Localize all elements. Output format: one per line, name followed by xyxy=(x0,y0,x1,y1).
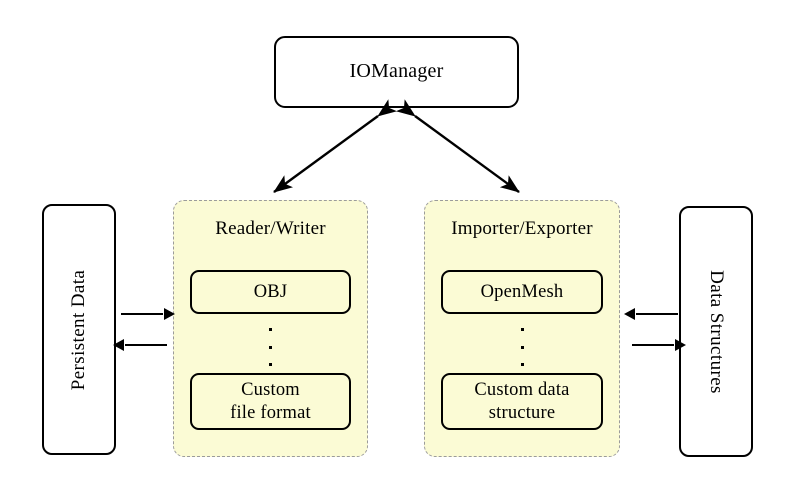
node-obj-label: OBJ xyxy=(253,281,288,302)
node-iomanager-label: IOManager xyxy=(349,60,444,83)
group-importer-exporter-title: Importer/Exporter xyxy=(451,218,593,239)
node-custom-file-format[interactable]: Custom file format xyxy=(190,373,351,430)
node-custom-file-format-label: Custom file format xyxy=(230,380,311,423)
node-data-structures[interactable]: Data Structures xyxy=(679,206,753,457)
arrow-data-structures-to-importer-exporter xyxy=(636,313,678,316)
node-openmesh[interactable]: OpenMesh xyxy=(441,270,603,314)
node-iomanager[interactable]: IOManager xyxy=(274,36,519,108)
node-obj[interactable]: OBJ xyxy=(190,270,351,314)
arrow-iomanager-importerexporter xyxy=(395,99,520,193)
node-persistent-data-label: Persistent Data xyxy=(68,269,89,390)
node-custom-data-structure[interactable]: Custom data structure xyxy=(441,373,603,430)
arrow-reader-writer-to-persistent-data xyxy=(125,344,167,347)
node-data-structures-label: Data Structures xyxy=(706,269,727,394)
arrow-persistent-data-to-reader-writer xyxy=(121,313,163,316)
node-openmesh-label: OpenMesh xyxy=(480,281,564,302)
group-reader-writer-title: Reader/Writer xyxy=(215,218,326,239)
arrow-iomanager-readerwriter xyxy=(273,99,398,193)
group-reader-writer[interactable]: Reader/Writer OBJ Custom file format xyxy=(173,200,368,457)
arrow-importer-exporter-to-data-structures xyxy=(632,344,674,347)
group-importer-exporter[interactable]: Importer/Exporter OpenMesh Custom data s… xyxy=(424,200,620,457)
node-custom-data-structure-label: Custom data structure xyxy=(474,380,570,423)
vertical-ellipsis-icon xyxy=(425,328,619,366)
vertical-ellipsis-icon xyxy=(174,328,367,366)
node-persistent-data[interactable]: Persistent Data xyxy=(42,204,116,455)
